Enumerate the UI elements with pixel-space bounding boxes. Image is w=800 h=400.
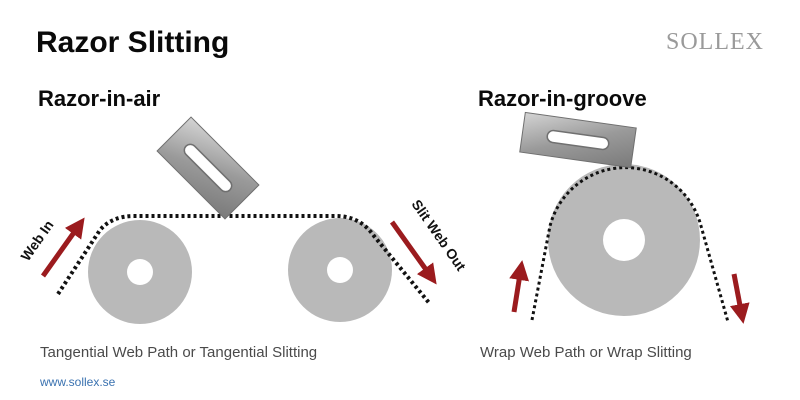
slit-web-out-label: Slit Web Out xyxy=(409,197,470,274)
blade-slot xyxy=(546,129,610,151)
wrap-out-arrow-icon xyxy=(729,273,750,324)
left-caption: Tangential Web Path or Tangential Slitti… xyxy=(40,344,317,361)
left-heading: Razor-in-air xyxy=(38,86,161,111)
brand-logo: SOLLEX xyxy=(666,29,764,55)
roller-hub xyxy=(127,259,153,285)
razor-blade-in-air xyxy=(156,116,260,220)
groove-roller xyxy=(548,164,700,316)
website-link[interactable]: www.sollex.se xyxy=(39,375,116,389)
blade-slot xyxy=(183,143,233,193)
left-roller-out xyxy=(288,218,392,322)
right-heading: Razor-in-groove xyxy=(478,86,647,111)
roller-hub xyxy=(603,219,645,261)
right-panel: Razor-in-groove Wrap Web Path or Wrap Sl… xyxy=(478,86,750,361)
left-roller-in xyxy=(88,220,192,324)
web-path-wrap xyxy=(530,166,730,323)
web-in-label: Web In xyxy=(17,217,56,264)
left-panel: Razor-in-air Web In Slit Web Out Tangent… xyxy=(17,86,469,361)
razor-blade-in-groove xyxy=(519,111,637,169)
right-caption: Wrap Web Path or Wrap Slitting xyxy=(480,344,692,361)
web-in-arrow-icon xyxy=(40,217,85,278)
wrap-in-arrow-icon xyxy=(509,260,529,313)
web-path-tangential xyxy=(56,214,432,306)
page-title: Razor Slitting xyxy=(36,26,229,59)
roller-hub xyxy=(327,257,353,283)
slit-web-out-arrow-icon xyxy=(389,220,437,285)
